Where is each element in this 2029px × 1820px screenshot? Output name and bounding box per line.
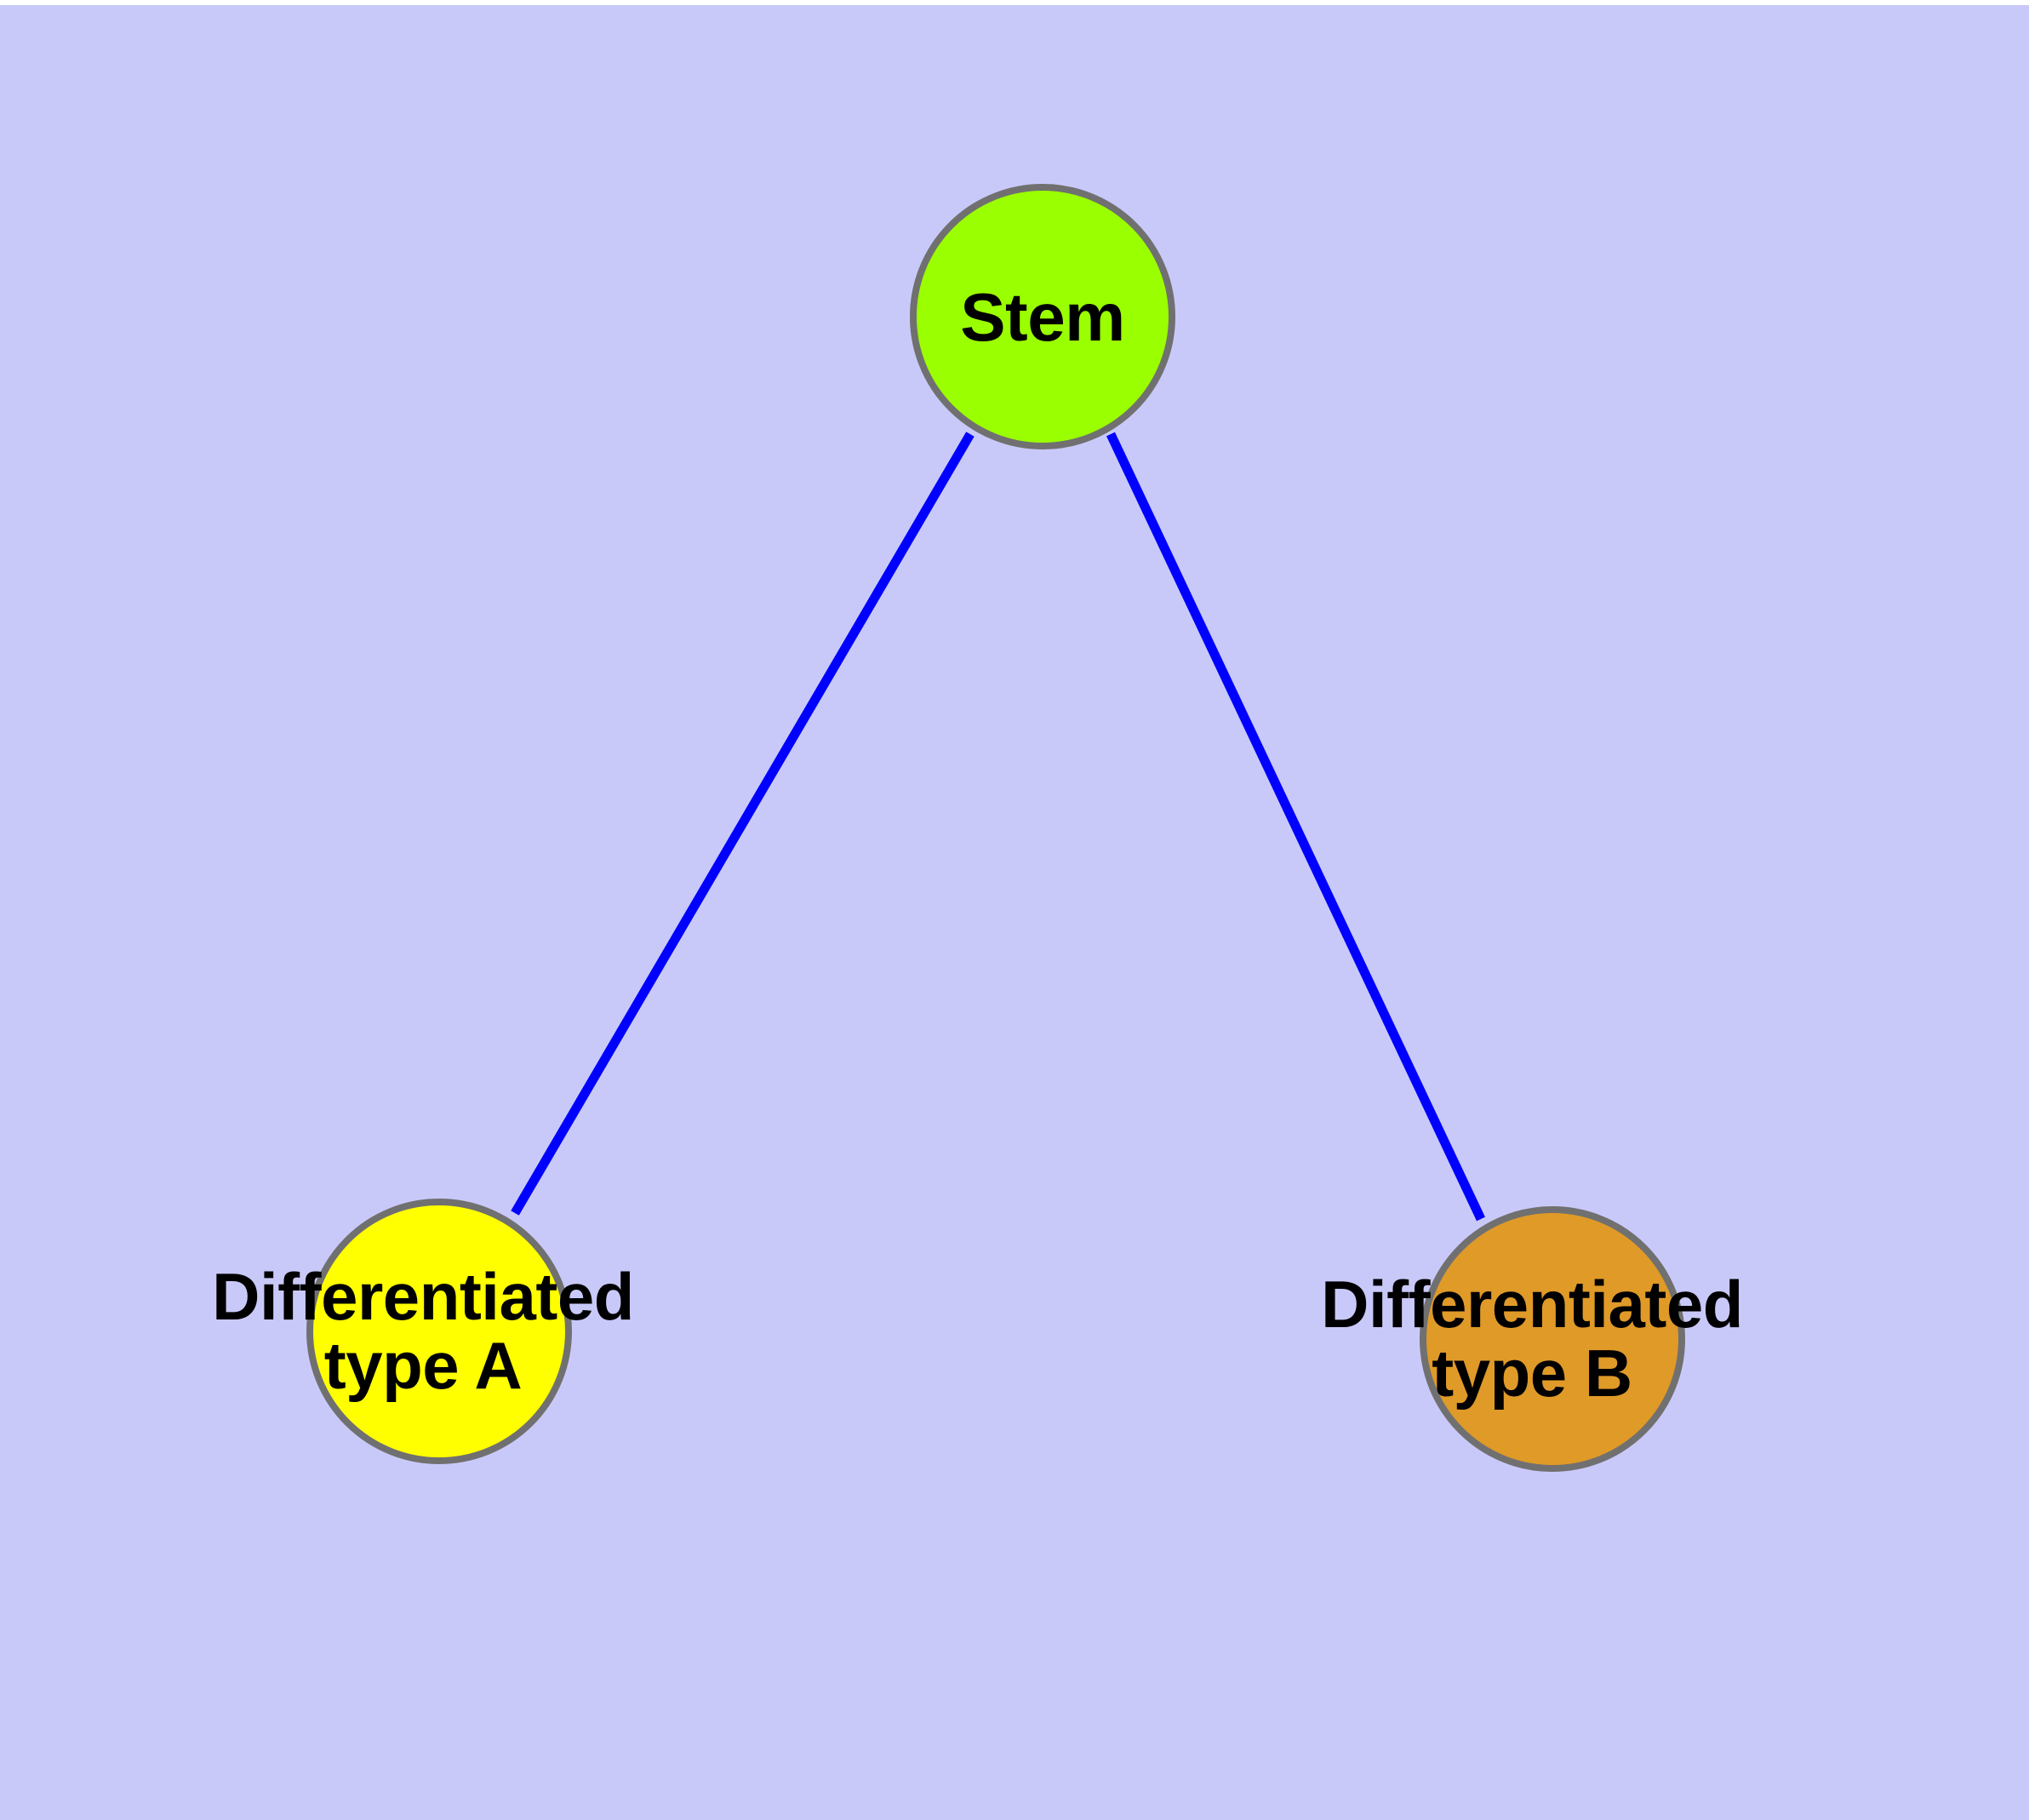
graph-edge-stem-to-diff-a[interactable]: [511, 432, 974, 1216]
graph-node-stem[interactable]: [910, 184, 1175, 449]
edge-layer: [511, 432, 1485, 1222]
graph-node-diff-a[interactable]: [306, 1199, 572, 1464]
graph-node-diff-b[interactable]: [1420, 1206, 1685, 1472]
graph-edge-stem-to-diff-b[interactable]: [1106, 432, 1485, 1222]
node-layer: [306, 184, 1685, 1472]
